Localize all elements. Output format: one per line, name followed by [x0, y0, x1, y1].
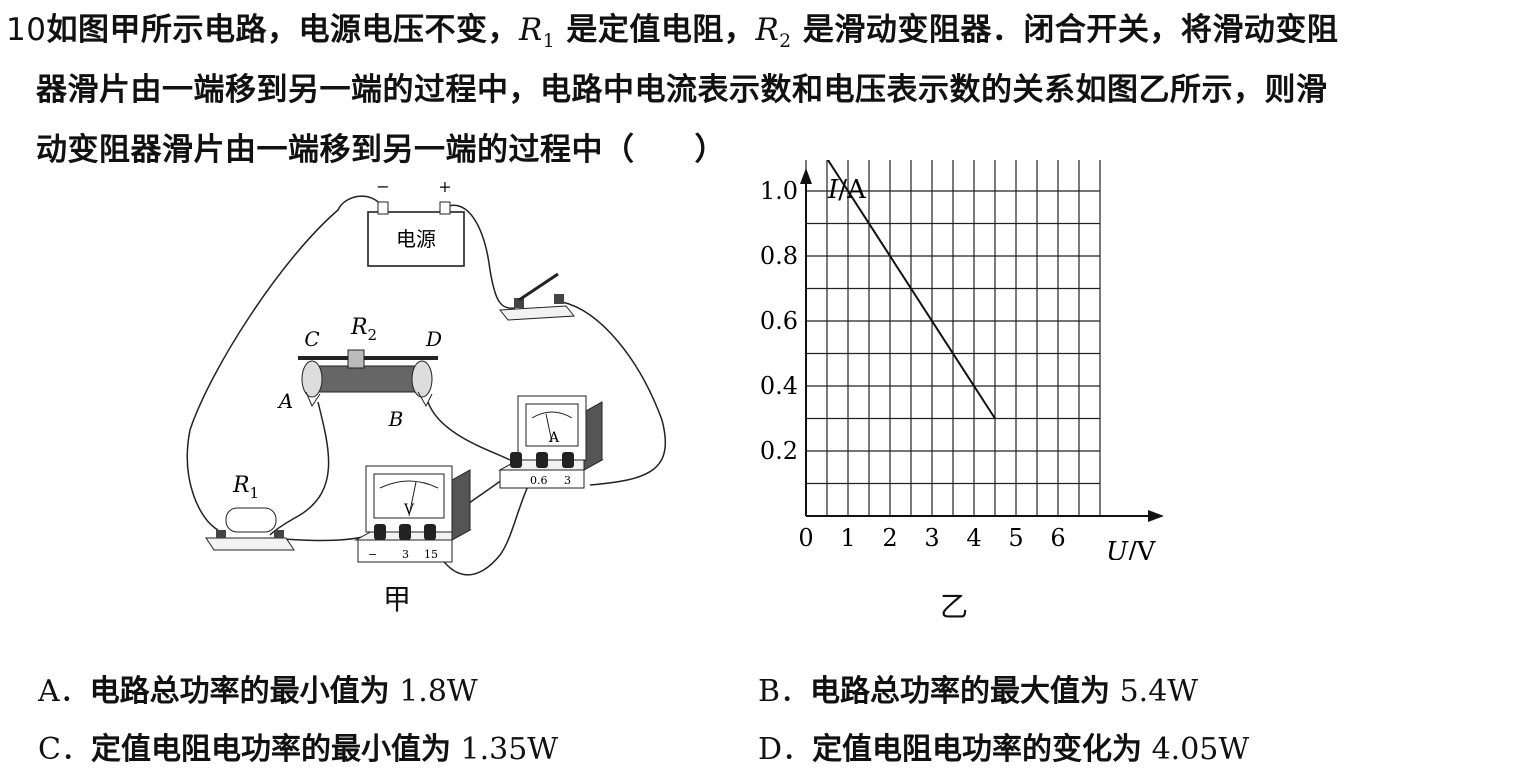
r2-label: R2 [350, 315, 377, 344]
option-a[interactable]: A．电路总功率的最小值为 1.8W [38, 674, 478, 709]
voltmeter-terminal-15: 15 [424, 548, 438, 561]
circuit-diagram: 电源 − + R2 C D A B R1 [186, 177, 667, 576]
grid [805, 160, 1101, 517]
option-b[interactable]: B．电路总功率的最大值为 5.4W [758, 674, 1199, 709]
x-tick-label: 1 [840, 524, 855, 552]
y-tick-label: 0.4 [760, 372, 798, 400]
terminal-a-label: A [277, 389, 293, 413]
circuit-caption: 甲 [383, 583, 412, 616]
battery-plus: + [438, 177, 451, 196]
voltmeter-symbol: V [403, 502, 415, 518]
x-tick-label: 5 [1008, 524, 1023, 552]
question-line-3: 动变阻器滑片由一端移到另一端的过程中（） [36, 132, 726, 168]
ammeter: A 0.6 3 [498, 395, 604, 489]
question-number: 10 [6, 12, 47, 48]
terminal-d-label: D [425, 327, 442, 351]
r1-symbol: R1 [518, 12, 556, 53]
y-tick-label: 0.2 [760, 437, 798, 465]
wire [186, 195, 383, 531]
question-text-1b: 是定值电阻， [555, 12, 756, 48]
x-tick-label: 2 [882, 524, 897, 552]
wire [427, 461, 543, 576]
rheostat: R2 C D A B [277, 315, 442, 431]
ammeter-symbol: A [548, 430, 560, 446]
x-tick-label: 0 [798, 524, 813, 552]
voltmeter-terminal-3: 3 [402, 548, 409, 561]
wire [447, 204, 516, 309]
option-d[interactable]: D．定值电阻电功率的变化为 4.05W [758, 732, 1250, 767]
y-axis-arrow [800, 168, 812, 184]
ammeter-terminal-06: 0.6 [530, 474, 548, 487]
series-line [826, 160, 996, 420]
question-line-1: 10如图甲所示电路，电源电压不变，R1 是定值电阻，R2 是滑动变阻器．闭合开关… [6, 4, 1338, 52]
x-axis-arrow [1148, 510, 1164, 522]
y-tick-label: 0.6 [760, 307, 798, 335]
x-tick-label: 4 [966, 524, 981, 552]
battery: 电源 − + [367, 177, 465, 267]
data-series [826, 160, 996, 420]
voltmeter: V − 3 15 [354, 465, 472, 563]
y-tick-label: 1.0 [760, 177, 798, 205]
wire [561, 301, 667, 486]
x-axis-label: U/V [1106, 537, 1157, 560]
r2-symbol: R2 [755, 12, 792, 53]
question-text-1a: 如图甲所示电路，电源电压不变， [46, 12, 519, 48]
fixed-resistor: R1 [205, 473, 295, 551]
voltmeter-terminal-neg: − [368, 548, 377, 561]
battery-label: 电源 [396, 227, 436, 251]
terminal-b-label: B [388, 407, 404, 431]
terminal-c-label: C [304, 327, 319, 351]
question-line-2: 器滑片由一端移到另一端的过程中，电路中电流表示数和电压表示数的关系如图乙所示，则… [36, 72, 1328, 108]
y-axis-label: I/A [827, 175, 867, 205]
axes [800, 168, 1164, 522]
y-tick-label: 0.8 [760, 242, 798, 270]
option-c[interactable]: C．定值电阻电功率的最小值为 1.35W [38, 732, 559, 767]
ammeter-terminal-3: 3 [564, 474, 571, 487]
x-tick-label: 6 [1050, 524, 1065, 552]
x-tick-label: 3 [924, 524, 939, 552]
graph-caption: 乙 [940, 590, 969, 623]
switch [499, 272, 575, 321]
battery-minus: − [376, 177, 389, 196]
r1-label: R1 [232, 473, 259, 502]
wire [427, 401, 511, 461]
question-text-1c: 是滑动变阻器．闭合开关，将滑动变阻 [791, 12, 1339, 48]
wire [269, 401, 330, 536]
